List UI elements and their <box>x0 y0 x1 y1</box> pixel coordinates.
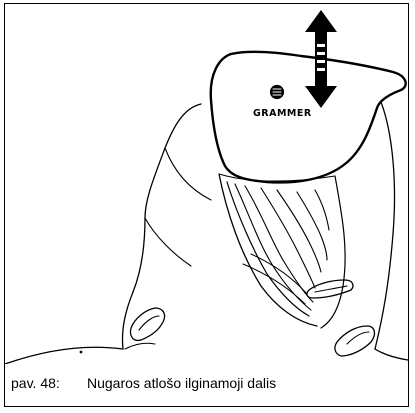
grammer-logo-icon <box>271 86 284 99</box>
backrest-panel <box>219 174 317 326</box>
caption-text: Nugaros atlošo ilginamoji dalis <box>87 375 276 391</box>
figure-frame: GRAMMER pav. 48:Nugaros atlošo ilginamoj… <box>4 3 409 407</box>
brand-logo-text: GRAMMER <box>253 108 312 119</box>
armrest-left <box>130 308 164 340</box>
armrest-right <box>335 326 375 356</box>
figure-caption: pav. 48:Nugaros atlošo ilginamoji dalis <box>11 375 276 391</box>
seat-illustration: GRAMMER <box>5 4 408 364</box>
backrest-shell <box>122 104 201 349</box>
caption-number: pav. 48: <box>11 375 87 391</box>
seat-cushion-edge <box>5 347 123 364</box>
